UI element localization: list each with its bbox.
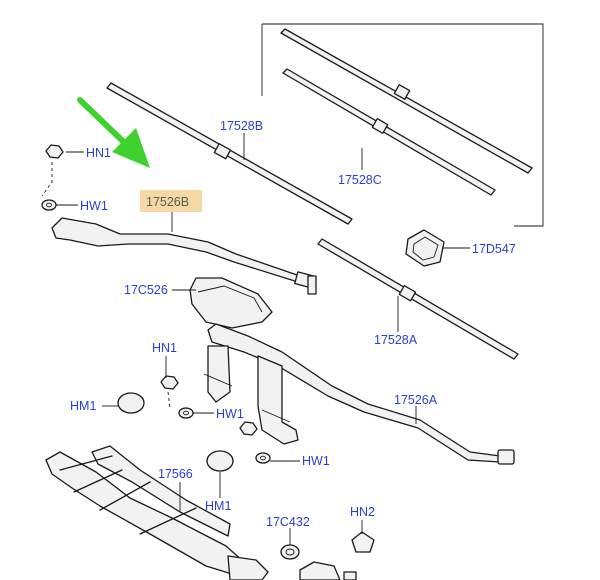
label-17528a: 17528A bbox=[374, 333, 418, 347]
wiper-blade-17528a bbox=[317, 238, 519, 360]
label-17c526: 17C526 bbox=[124, 283, 168, 297]
wiper-blade-pair-17528c bbox=[280, 28, 533, 196]
label-hw1-middle: HW1 bbox=[216, 407, 244, 421]
cap-hm1-left bbox=[117, 392, 145, 414]
label-hn1-middle: HN1 bbox=[152, 341, 177, 355]
washer-hw1-right bbox=[255, 452, 271, 464]
wiper-arm-17526a bbox=[207, 323, 515, 465]
label-hm1-left: HM1 bbox=[70, 399, 96, 413]
label-hw1-right: HW1 bbox=[302, 454, 330, 468]
dash-top bbox=[41, 162, 53, 197]
nut-hn1-top bbox=[45, 144, 64, 159]
washer-hw1-top bbox=[41, 199, 57, 211]
label-hn1-top: HN1 bbox=[86, 146, 111, 160]
green-pointer-arrow bbox=[77, 97, 150, 168]
label-17c432: 17C432 bbox=[266, 515, 310, 529]
label-hm1-bottom: HM1 bbox=[205, 499, 231, 513]
highlight-box-17526b bbox=[140, 190, 202, 212]
label-17526b: 17526B bbox=[146, 195, 189, 209]
dash-middle bbox=[167, 391, 171, 409]
cap-hm1-bottom bbox=[206, 450, 234, 472]
label-17528b: 17528B bbox=[220, 119, 263, 133]
wiper-pivot-assembly bbox=[203, 345, 299, 445]
motor-bracket bbox=[299, 561, 357, 580]
nut-hn1-middle bbox=[160, 375, 179, 390]
inset-box-17528c bbox=[262, 23, 544, 227]
leader-lines bbox=[56, 133, 470, 545]
label-hw1-top: HW1 bbox=[80, 199, 108, 213]
wiper-blade-17528b bbox=[106, 82, 353, 225]
grommet-17c432 bbox=[280, 544, 300, 560]
wiper-linkage-17566 bbox=[45, 445, 269, 580]
wiper-arm-17526b bbox=[51, 217, 317, 295]
cowl-cover-17c526 bbox=[189, 277, 273, 329]
wiper-cap-17d547 bbox=[405, 229, 445, 267]
label-17d547: 17D547 bbox=[472, 242, 516, 256]
washer-hw1-middle bbox=[178, 407, 194, 419]
clip-hn2 bbox=[351, 531, 375, 553]
nut-right-pivot bbox=[239, 421, 258, 436]
label-hn2: HN2 bbox=[350, 505, 375, 519]
label-17528c: 17528C bbox=[338, 173, 382, 187]
label-17566: 17566 bbox=[158, 467, 193, 481]
label-17526a: 17526A bbox=[394, 393, 438, 407]
